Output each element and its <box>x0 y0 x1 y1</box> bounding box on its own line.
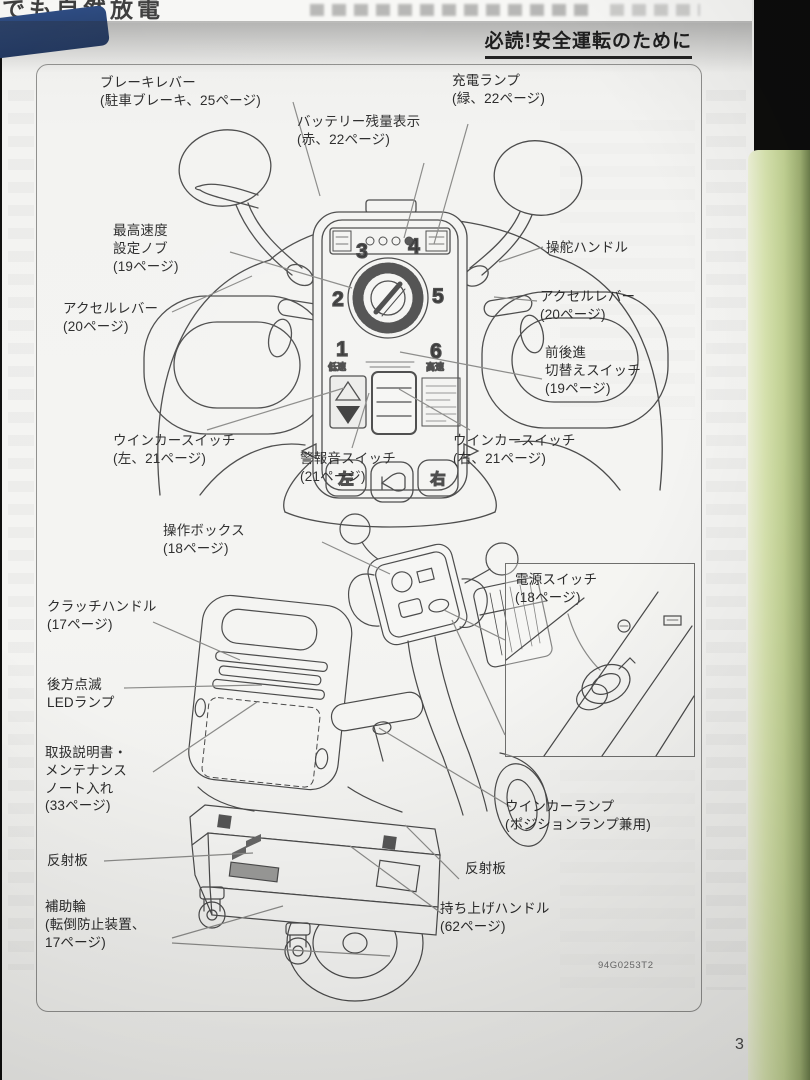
front-wheel <box>494 752 550 847</box>
screw-icon <box>617 619 631 633</box>
label-turn-signal-left: ウインカースイッチ (左、21ページ) <box>113 433 236 466</box>
power-switch-inset: 電源スイッチ (18ページ) <box>505 563 695 757</box>
key-icon <box>576 657 636 711</box>
arrow-right-icon <box>463 442 480 460</box>
speed-dial <box>347 257 429 339</box>
label-turn-signal-lamp: ウインカーランプ (ポジションランプ兼用) <box>505 799 651 832</box>
manual-pocket-outline <box>201 697 321 788</box>
label-reflector-right: 反射板 <box>465 861 507 876</box>
dial-number-6: 6 <box>430 340 442 363</box>
turn-signal-lamp-shape <box>372 721 392 735</box>
label-aux-wheels: 補助輪 (転倒防止装置、 17ページ) <box>45 899 146 950</box>
battery-level-display <box>329 227 451 255</box>
label-lift-handle: 持ち上げハンドル (62ページ) <box>440 901 550 934</box>
arrow-left-icon <box>300 442 317 460</box>
label-charge-lamp: 充電ランプ (緑、22ページ) <box>452 73 546 106</box>
brake-lever-shape <box>194 183 259 209</box>
mirror-left-icon <box>178 129 314 287</box>
dial-number-1: 1 <box>336 338 348 361</box>
turn-signal-right-button <box>417 459 459 497</box>
label-max-speed-knob: 最高速度 設定ノブ (19ページ) <box>113 223 179 274</box>
tiller-console <box>339 513 519 646</box>
micro-caption-lines <box>365 361 415 368</box>
turn-signal-left-button <box>325 459 367 497</box>
horn-button <box>370 461 414 503</box>
label-fwd-rev-switch: 前後進 切替えスイッチ (19ページ) <box>545 345 641 396</box>
power-switch-illustration <box>505 591 695 757</box>
bumper-block-left <box>217 814 232 829</box>
page-number: 3 <box>735 1036 744 1053</box>
dial-number-5: 5 <box>432 285 444 308</box>
armrest <box>330 691 424 762</box>
label-battery-indicator: バッテリー残量表示 (赤、22ページ) <box>297 114 421 147</box>
dial-number-3: 3 <box>356 240 368 263</box>
reflector-plate-left <box>228 861 280 883</box>
right-button-label: 右 <box>430 470 445 488</box>
page-title: 必読!安全運転のために <box>484 26 692 59</box>
label-manual-pocket: 取扱説明書・ メンテナンス ノート入れ (33ページ) <box>45 745 128 814</box>
seat-base-line <box>347 786 403 813</box>
high-speed-label: 高速 <box>426 361 444 372</box>
label-brake-lever: ブレーキレバー (駐車ブレーキ、25ページ) <box>100 75 261 108</box>
illegible-text-blur <box>610 4 700 16</box>
seat-base-line <box>197 786 255 812</box>
horn-icon <box>380 472 406 492</box>
handlebar-diagram-illustration: 1 2 3 4 5 6 低速 高速 左 <box>143 129 669 528</box>
label-accel-lever-left: アクセルレバー (20ページ) <box>63 301 159 334</box>
dial-number-4: 4 <box>408 235 420 258</box>
diagram-frame <box>36 64 702 1012</box>
reflector-plate-right <box>375 859 421 893</box>
document-code: 94G0253T2 <box>598 960 654 971</box>
adjacent-green-page-edge <box>748 150 810 1080</box>
handle-loop-right <box>481 291 669 429</box>
label-control-box: 操作ボックス (18ページ) <box>163 523 245 556</box>
low-speed-label: 低速 <box>328 361 346 372</box>
rear-body <box>189 804 441 936</box>
label-rear-flash-led: 後方点滅 LEDランプ <box>47 677 115 710</box>
dial-number-2: 2 <box>332 288 344 311</box>
slot-shape <box>663 615 682 626</box>
rear-basket <box>473 577 553 668</box>
illegible-text-blur <box>310 4 590 16</box>
label-reflector-left: 反射板 <box>47 853 89 868</box>
suzuki-logo <box>232 834 261 860</box>
label-horn-switch: 警報音スイッチ (21ページ) <box>300 451 396 484</box>
clutch-handle-bar <box>215 650 328 673</box>
label-accel-lever-right: アクセルレバー (20ページ) <box>540 289 636 322</box>
scooter-illustration <box>188 513 553 1002</box>
fwd-rev-switch-shape <box>371 371 417 435</box>
label-turn-signal-right: ウインカースイッチ (右、21ページ) <box>453 433 576 466</box>
left-button-label: 左 <box>337 470 353 488</box>
previous-page-strip: でも自然放電 <box>0 0 752 23</box>
bumper-block-right <box>382 835 397 850</box>
label-clutch-handle: クラッチハンドル (17ページ) <box>47 599 157 632</box>
label-steering-handle: 操舵ハンドル <box>546 240 629 255</box>
seat-back <box>188 594 353 791</box>
label-power-switch: 電源スイッチ (18ページ) <box>515 572 598 605</box>
